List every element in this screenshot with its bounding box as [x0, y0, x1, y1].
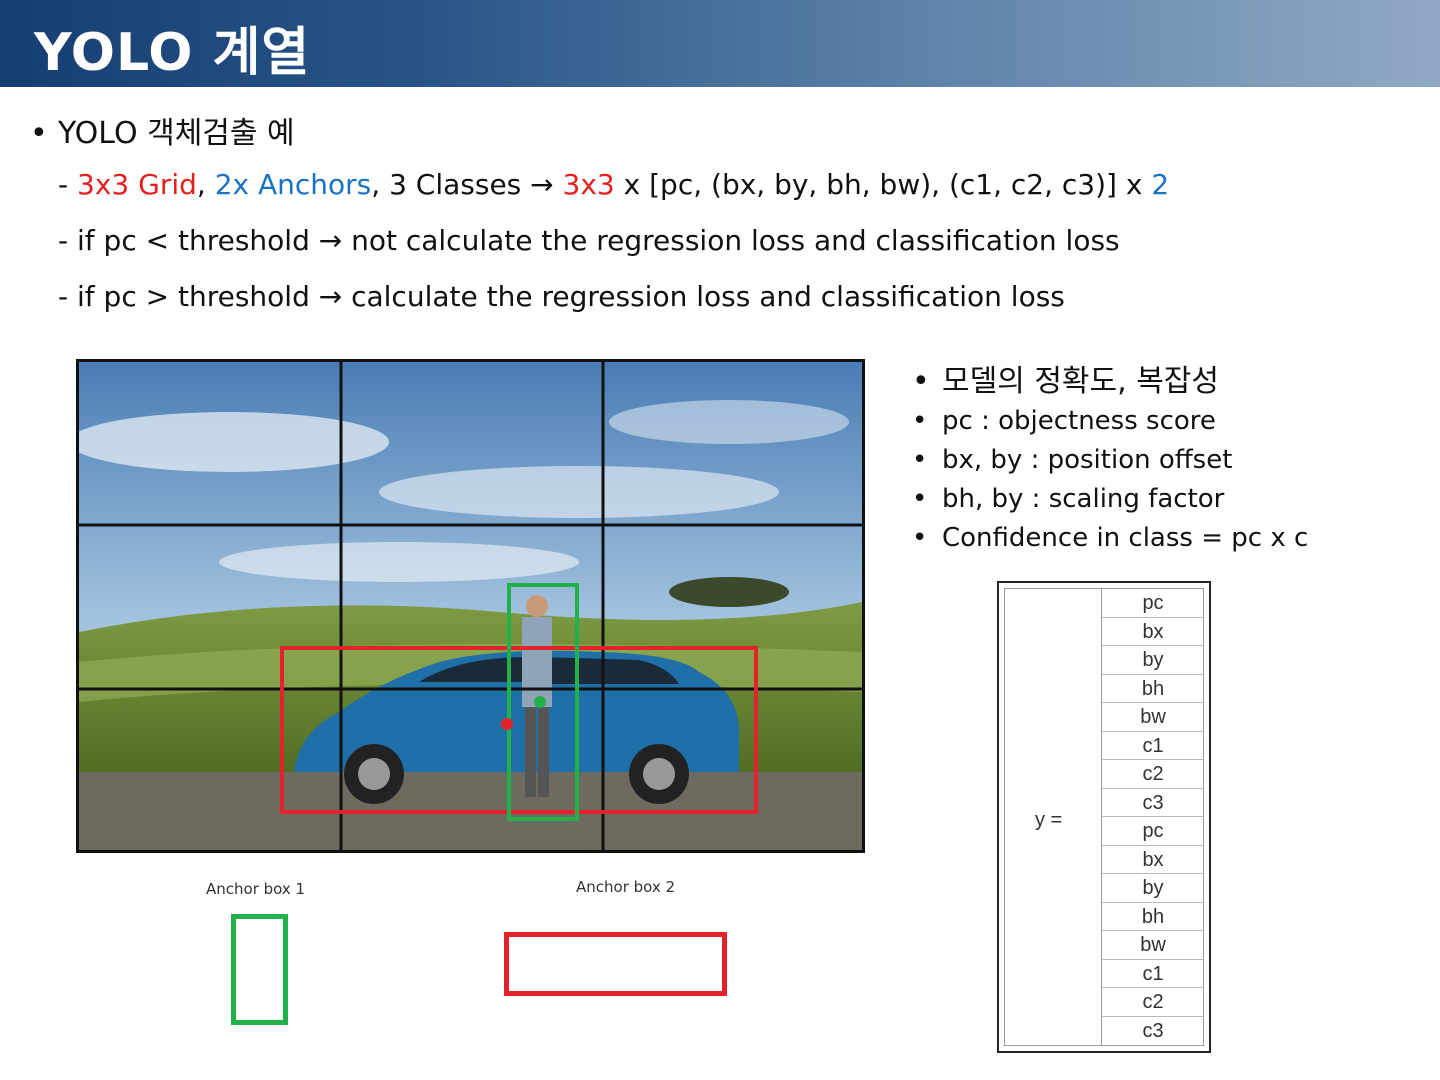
bullet-item: Confidence in class = pc x c [912, 519, 1308, 558]
vector-cell: c2 [1102, 988, 1204, 1017]
person-bounding-box [507, 583, 579, 821]
vector-cell: bw [1102, 931, 1204, 960]
bullet-item: bh, by : scaling factor [912, 480, 1308, 519]
formula-text: x [pc, (bx, by, bh, bw), (c1, c2, c3)] x [614, 168, 1152, 201]
yolo-grid-photo [76, 359, 865, 853]
output-vector-inner: y = pc bx by bh bw c1 c2 c3 pc bx by bh … [1004, 588, 1204, 1046]
right-bullet-list: 모델의 정확도, 복잡성 pc : objectness score bx, b… [912, 362, 1308, 558]
vector-cell: by [1102, 646, 1204, 675]
grid-text: 3x3 Grid [77, 168, 197, 201]
vector-cell: pc [1102, 817, 1204, 846]
classes-text: , 3 Classes [371, 168, 531, 201]
vector-cell: bx [1102, 846, 1204, 874]
grid-lines [79, 362, 862, 850]
vector-cell: bh [1102, 903, 1204, 931]
vector-cell: pc [1102, 589, 1204, 618]
vector-cell: bx [1102, 618, 1204, 646]
slide-title: YOLO 계열 [34, 23, 311, 83]
anchor-count: 2 [1151, 168, 1170, 201]
output-vector-table: y = pc bx by bh bw c1 c2 c3 pc bx by bh … [997, 581, 1211, 1053]
bullet-item: 모델의 정확도, 복잡성 [912, 362, 1308, 402]
bullet-item: pc : objectness score [912, 402, 1308, 441]
vector-cell: c3 [1142, 1019, 1164, 1042]
person-center-point [534, 696, 546, 708]
arrow-icon: → [530, 168, 554, 201]
vector-cell: c1 [1102, 732, 1204, 760]
sep: , [196, 168, 215, 201]
bullet-dot: • [30, 116, 48, 151]
vector-cell: c2 [1102, 760, 1204, 789]
vector-cell: c3 [1102, 789, 1204, 817]
bullet-item: bx, by : position offset [912, 441, 1308, 480]
sub-line-1: - 3x3 Grid, 2x Anchors, 3 Classes → 3x3 … [58, 168, 1169, 201]
grid2-text: 3x3 [553, 168, 615, 201]
vector-cell: bh [1102, 675, 1204, 703]
sub-line-2: - if pc < threshold → not calculate the … [58, 224, 1120, 257]
anchor-box-1 [231, 914, 288, 1025]
y-label: y = [1035, 809, 1063, 831]
vector-cell: bw [1102, 703, 1204, 732]
anchor-box-2 [504, 932, 727, 996]
vector-cell: by [1102, 874, 1204, 903]
dash: - [58, 168, 78, 201]
y-vector-column: pc bx by bh bw c1 c2 c3 pc bx by bh bw c… [1101, 589, 1204, 1045]
anchors-text: 2x Anchors [214, 168, 372, 201]
vector-cell: c1 [1102, 960, 1204, 988]
anchor-box-2-label: Anchor box 2 [576, 878, 676, 896]
car-bounding-box [280, 646, 758, 814]
main-bullet-text: YOLO 객체검출 예 [58, 116, 295, 151]
car-person-scene [79, 362, 862, 850]
sub-line-3: - if pc > threshold → calculate the regr… [58, 280, 1065, 313]
main-bullet: • YOLO 객체검출 예 [30, 108, 295, 152]
anchor-box-1-label: Anchor box 1 [206, 880, 306, 898]
car-center-point [501, 718, 513, 730]
title-bar: YOLO 계열 [0, 0, 1440, 87]
